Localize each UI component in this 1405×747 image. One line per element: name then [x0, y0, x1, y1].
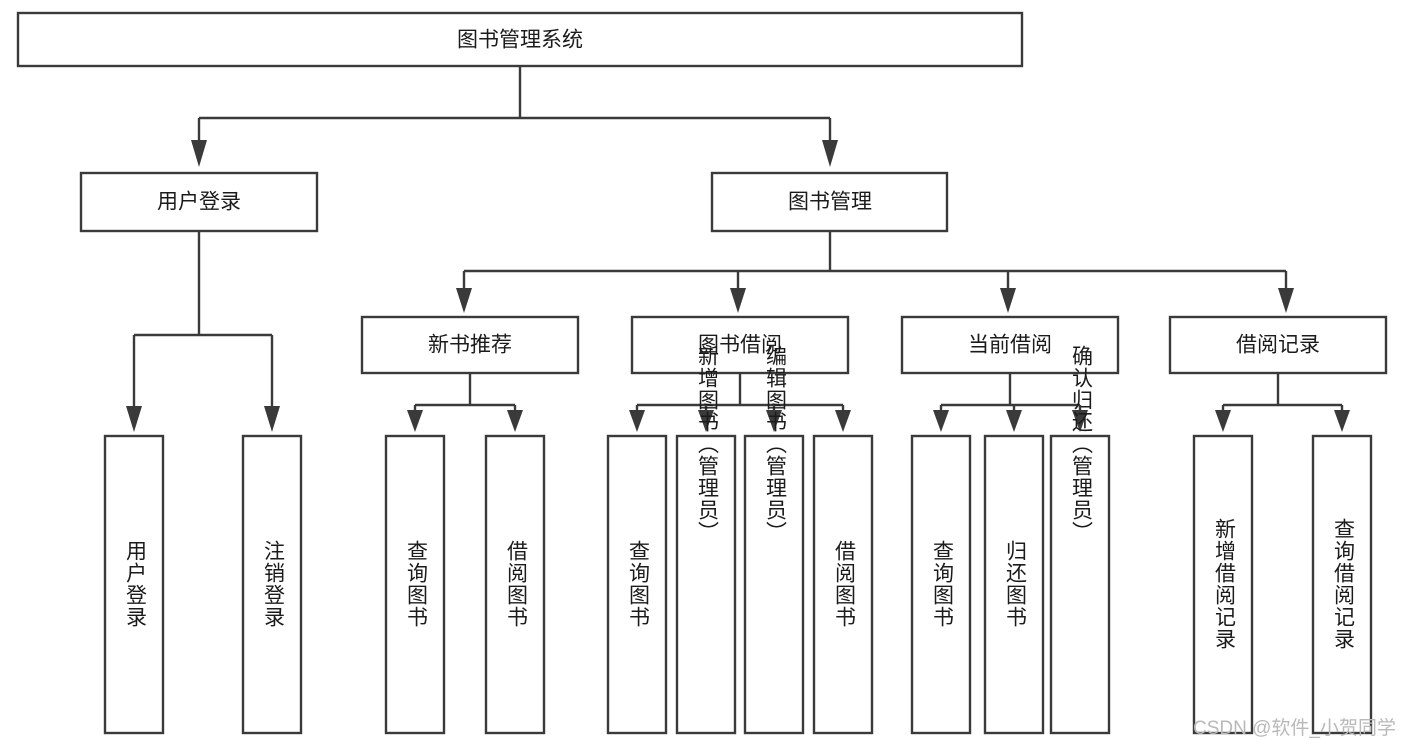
- arrow-head-leaf-borrow-book: [835, 410, 851, 432]
- node-leaf-borrow-book-label: 借阅图书: [832, 540, 856, 628]
- node-leaf-add-book[interactable]: 新增图书（管理员）: [675, 345, 737, 735]
- csdn-watermark: CSDN @软件_小贺同学: [1193, 717, 1396, 739]
- node-book-manage-label: 图书管理: [788, 191, 872, 214]
- node-leaf-query-book-borrow[interactable]: 查询图书: [606, 434, 668, 735]
- arrow-head-book-manage: [822, 140, 838, 167]
- node-leaf-query-book-borrow-label: 查询图书: [626, 540, 650, 628]
- node-leaf-borrow-book-rec[interactable]: 借阅图书: [484, 434, 546, 735]
- node-leaf-edit-book[interactable]: 编辑图书（管理员）: [743, 345, 805, 735]
- node-leaf-return-book-label: 归还图书: [1003, 540, 1027, 628]
- node-leaf-confirm-return-label: 确认归还（管理员）: [1069, 345, 1093, 543]
- node-leaf-query-book-cur[interactable]: 查询图书: [910, 434, 972, 735]
- node-book-manage-box[interactable]: [710, 171, 949, 233]
- arrow-head-new-book-rec: [456, 288, 472, 313]
- node-new-book-rec-box[interactable]: [360, 315, 580, 375]
- arrow-head-leaf-confirm-return: [1072, 410, 1088, 432]
- arrow-head-leaf-query-book-cur: [933, 410, 949, 432]
- node-root-box[interactable]: [16, 11, 1024, 68]
- connector-layer: [126, 66, 1350, 432]
- arrow-head-current-borrow: [1000, 288, 1016, 313]
- arrow-head-leaf-add-book: [698, 410, 714, 432]
- node-leaf-user-logout-box[interactable]: [241, 434, 303, 735]
- node-leaf-query-record-label: 查询借阅记录: [1331, 518, 1355, 650]
- node-leaf-user-login-label: 用户登录: [123, 540, 147, 628]
- node-leaf-edit-book-label: 编辑图书（管理员）: [763, 345, 787, 543]
- node-book-borrow-label: 图书借阅: [698, 334, 782, 357]
- node-leaf-borrow-book[interactable]: 借阅图书: [812, 434, 874, 735]
- node-borrow-record-box[interactable]: [1168, 315, 1388, 375]
- node-new-book-rec[interactable]: 新书推荐: [360, 315, 580, 375]
- node-leaf-query-book-rec[interactable]: 查询图书: [384, 434, 446, 735]
- node-user-login[interactable]: 用户登录: [79, 171, 319, 233]
- node-root-label: 图书管理系统: [457, 29, 583, 52]
- node-leaf-borrow-book-rec-label: 借阅图书: [504, 540, 528, 628]
- node-leaf-borrow-book-rec-box[interactable]: [484, 434, 546, 735]
- node-current-borrow-label: 当前借阅: [968, 334, 1052, 357]
- arrow-head-user-login: [191, 140, 207, 167]
- node-leaf-query-record[interactable]: 查询借阅记录: [1311, 434, 1373, 735]
- arrow-head-leaf-borrow-book-rec: [507, 410, 523, 432]
- arrow-head-leaf-query-book-borrow: [629, 410, 645, 432]
- arrow-head-leaf-query-record: [1334, 410, 1350, 432]
- node-leaf-confirm-return[interactable]: 确认归还（管理员）: [1049, 345, 1111, 735]
- node-book-borrow[interactable]: 图书借阅: [630, 315, 850, 375]
- arrow-head-leaf-return-book: [1006, 410, 1022, 432]
- arrow-head-leaf-edit-book: [766, 410, 782, 432]
- node-root[interactable]: 图书管理系统: [16, 11, 1024, 68]
- node-leaf-query-book-rec-label: 查询图书: [404, 540, 428, 628]
- node-leaf-add-book-box[interactable]: [675, 434, 737, 735]
- node-leaf-user-logout-label: 注销登录: [261, 540, 285, 628]
- node-leaf-query-book-rec-box[interactable]: [384, 434, 446, 735]
- arrow-head-leaf-query-book-rec: [407, 410, 423, 432]
- node-leaf-user-logout[interactable]: 注销登录: [241, 434, 303, 735]
- arrow-head-leaf-add-record: [1215, 410, 1231, 432]
- node-leaf-user-login[interactable]: 用户登录: [103, 434, 165, 735]
- node-leaf-confirm-return-box[interactable]: [1049, 434, 1111, 735]
- node-leaf-query-record-box[interactable]: [1311, 434, 1373, 735]
- node-leaf-return-book-box[interactable]: [983, 434, 1045, 735]
- node-leaf-add-book-label: 新增图书（管理员）: [695, 345, 719, 543]
- node-leaf-query-book-borrow-box[interactable]: [606, 434, 668, 735]
- node-leaf-return-book[interactable]: 归还图书: [983, 434, 1045, 735]
- node-current-borrow-box[interactable]: [900, 315, 1120, 375]
- node-leaf-add-record-box[interactable]: [1192, 434, 1254, 735]
- node-leaf-edit-book-box[interactable]: [743, 434, 805, 735]
- node-new-book-rec-label: 新书推荐: [428, 334, 512, 357]
- node-leaf-user-login-box[interactable]: [103, 434, 165, 735]
- node-leaf-add-record[interactable]: 新增借阅记录: [1192, 434, 1254, 735]
- node-leaf-add-record-label: 新增借阅记录: [1212, 518, 1236, 650]
- node-book-manage[interactable]: 图书管理: [710, 171, 949, 233]
- arrow-head-leaf-user-logout: [264, 406, 280, 432]
- arrow-head-borrow-record: [1278, 288, 1294, 313]
- node-current-borrow[interactable]: 当前借阅: [900, 315, 1120, 375]
- node-user-login-box[interactable]: [79, 171, 319, 233]
- node-book-borrow-box[interactable]: [630, 315, 850, 375]
- node-leaf-query-book-cur-label: 查询图书: [930, 540, 954, 628]
- node-user-login-label: 用户登录: [157, 191, 241, 214]
- arrow-head-leaf-user-login: [126, 406, 142, 432]
- node-borrow-record-label: 借阅记录: [1236, 334, 1320, 357]
- node-borrow-record[interactable]: 借阅记录: [1168, 315, 1388, 375]
- node-leaf-borrow-book-box[interactable]: [812, 434, 874, 735]
- node-leaf-query-book-cur-box[interactable]: [910, 434, 972, 735]
- arrow-head-book-borrow: [730, 288, 746, 313]
